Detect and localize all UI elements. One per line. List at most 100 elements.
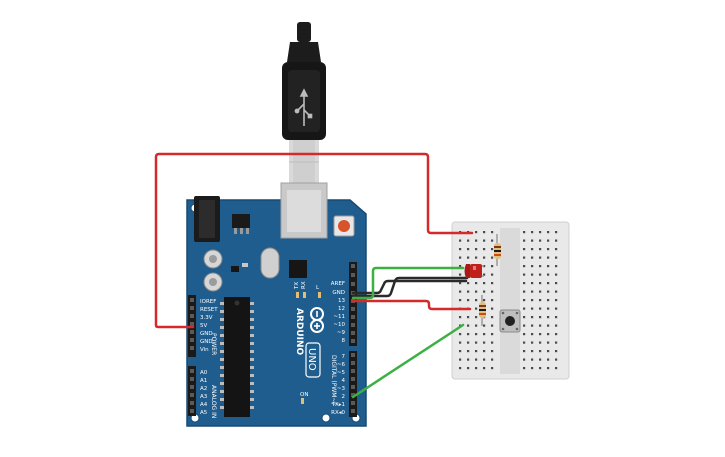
reset-button[interactable] bbox=[333, 215, 355, 237]
breadboard-hole[interactable] bbox=[475, 307, 478, 310]
breadboard-hole[interactable] bbox=[547, 239, 550, 242]
breadboard-hole[interactable] bbox=[483, 290, 486, 293]
breadboard-hole[interactable] bbox=[531, 299, 534, 302]
breadboard-hole[interactable] bbox=[459, 350, 462, 353]
breadboard-hole[interactable] bbox=[467, 333, 470, 336]
breadboard-hole[interactable] bbox=[531, 324, 534, 327]
breadboard-hole[interactable] bbox=[475, 282, 478, 285]
breadboard-hole[interactable] bbox=[523, 350, 526, 353]
breadboard-hole[interactable] bbox=[547, 333, 550, 336]
breadboard-hole[interactable] bbox=[459, 256, 462, 259]
breadboard-hole[interactable] bbox=[547, 290, 550, 293]
breadboard-hole[interactable] bbox=[555, 358, 558, 361]
breadboard-hole[interactable] bbox=[491, 350, 494, 353]
breadboard-hole[interactable] bbox=[523, 333, 526, 336]
breadboard-hole[interactable] bbox=[491, 290, 494, 293]
resistor-icon[interactable] bbox=[479, 295, 486, 326]
breadboard-hole[interactable] bbox=[475, 316, 478, 319]
breadboard-hole[interactable] bbox=[523, 341, 526, 344]
wire-red-13[interactable] bbox=[351, 299, 472, 311]
breadboard-hole[interactable] bbox=[491, 316, 494, 319]
breadboard-hole[interactable] bbox=[555, 341, 558, 344]
breadboard-hole[interactable] bbox=[539, 307, 542, 310]
breadboard-hole[interactable] bbox=[459, 341, 462, 344]
breadboard-hole[interactable] bbox=[531, 316, 534, 319]
breadboard-hole[interactable] bbox=[491, 273, 494, 276]
breadboard-hole[interactable] bbox=[475, 256, 478, 259]
breadboard-hole[interactable] bbox=[547, 273, 550, 276]
breadboard-hole[interactable] bbox=[547, 350, 550, 353]
breadboard-hole[interactable] bbox=[491, 239, 494, 242]
breadboard-hole[interactable] bbox=[539, 256, 542, 259]
breadboard-hole[interactable] bbox=[459, 248, 462, 251]
breadboard-hole[interactable] bbox=[555, 239, 558, 242]
breadboard-hole[interactable] bbox=[475, 324, 478, 327]
breadboard-hole[interactable] bbox=[475, 367, 478, 370]
breadboard-hole[interactable] bbox=[467, 299, 470, 302]
breadboard-hole[interactable] bbox=[547, 324, 550, 327]
breadboard-hole[interactable] bbox=[539, 341, 542, 344]
breadboard-hole[interactable] bbox=[491, 248, 494, 251]
breadboard-hole[interactable] bbox=[523, 273, 526, 276]
breadboard-hole[interactable] bbox=[531, 265, 534, 268]
breadboard-hole[interactable] bbox=[483, 350, 486, 353]
breadboard-hole[interactable] bbox=[523, 290, 526, 293]
breadboard-hole[interactable] bbox=[547, 265, 550, 268]
breadboard-hole[interactable] bbox=[555, 265, 558, 268]
breadboard-hole[interactable] bbox=[459, 282, 462, 285]
breadboard-hole[interactable] bbox=[539, 367, 542, 370]
breadboard-hole[interactable] bbox=[483, 256, 486, 259]
breadboard-hole[interactable] bbox=[539, 350, 542, 353]
breadboard-hole[interactable] bbox=[539, 265, 542, 268]
breadboard-hole[interactable] bbox=[539, 273, 542, 276]
breadboard-hole[interactable] bbox=[531, 367, 534, 370]
breadboard-hole[interactable] bbox=[491, 231, 494, 234]
breadboard-hole[interactable] bbox=[475, 231, 478, 234]
breadboard-hole[interactable] bbox=[483, 299, 486, 302]
breadboard-hole[interactable] bbox=[523, 358, 526, 361]
breadboard-hole[interactable] bbox=[539, 290, 542, 293]
usb-cable-icon[interactable] bbox=[282, 22, 326, 184]
breadboard-hole[interactable] bbox=[483, 231, 486, 234]
breadboard-hole[interactable] bbox=[475, 358, 478, 361]
breadboard-hole[interactable] bbox=[483, 341, 486, 344]
breadboard-hole[interactable] bbox=[555, 324, 558, 327]
breadboard-hole[interactable] bbox=[459, 239, 462, 242]
breadboard-hole[interactable] bbox=[483, 333, 486, 336]
breadboard-hole[interactable] bbox=[467, 256, 470, 259]
breadboard-hole[interactable] bbox=[523, 307, 526, 310]
breadboard-hole[interactable] bbox=[555, 231, 558, 234]
breadboard-hole[interactable] bbox=[523, 248, 526, 251]
breadboard-hole[interactable] bbox=[459, 299, 462, 302]
breadboard-hole[interactable] bbox=[539, 324, 542, 327]
breadboard-hole[interactable] bbox=[555, 307, 558, 310]
wire-green-led[interactable] bbox=[351, 266, 465, 300]
breadboard-hole[interactable] bbox=[467, 324, 470, 327]
breadboard-hole[interactable] bbox=[523, 231, 526, 234]
breadboard-hole[interactable] bbox=[531, 256, 534, 259]
breadboard-hole[interactable] bbox=[531, 290, 534, 293]
breadboard-hole[interactable] bbox=[459, 358, 462, 361]
breadboard-hole[interactable] bbox=[547, 358, 550, 361]
breadboard-hole[interactable] bbox=[491, 282, 494, 285]
breadboard-hole[interactable] bbox=[531, 239, 534, 242]
breadboard-hole[interactable] bbox=[523, 324, 526, 327]
breadboard-hole[interactable] bbox=[491, 307, 494, 310]
breadboard-hole[interactable] bbox=[475, 290, 478, 293]
breadboard-hole[interactable] bbox=[539, 282, 542, 285]
breadboard-hole[interactable] bbox=[523, 367, 526, 370]
breadboard-hole[interactable] bbox=[547, 299, 550, 302]
breadboard-hole[interactable] bbox=[475, 248, 478, 251]
resistor-icon[interactable] bbox=[494, 234, 501, 266]
breadboard-hole[interactable] bbox=[523, 239, 526, 242]
breadboard-hole[interactable] bbox=[539, 316, 542, 319]
breadboard-hole[interactable] bbox=[539, 248, 542, 251]
breadboard-hole[interactable] bbox=[483, 367, 486, 370]
breadboard-hole[interactable] bbox=[467, 248, 470, 251]
breadboard-hole[interactable] bbox=[467, 358, 470, 361]
breadboard-hole[interactable] bbox=[491, 265, 494, 268]
wire-red-5v[interactable] bbox=[154, 152, 474, 329]
breadboard-hole[interactable] bbox=[555, 316, 558, 319]
pushbutton-icon[interactable] bbox=[499, 309, 521, 333]
breadboard-hole[interactable] bbox=[459, 316, 462, 319]
